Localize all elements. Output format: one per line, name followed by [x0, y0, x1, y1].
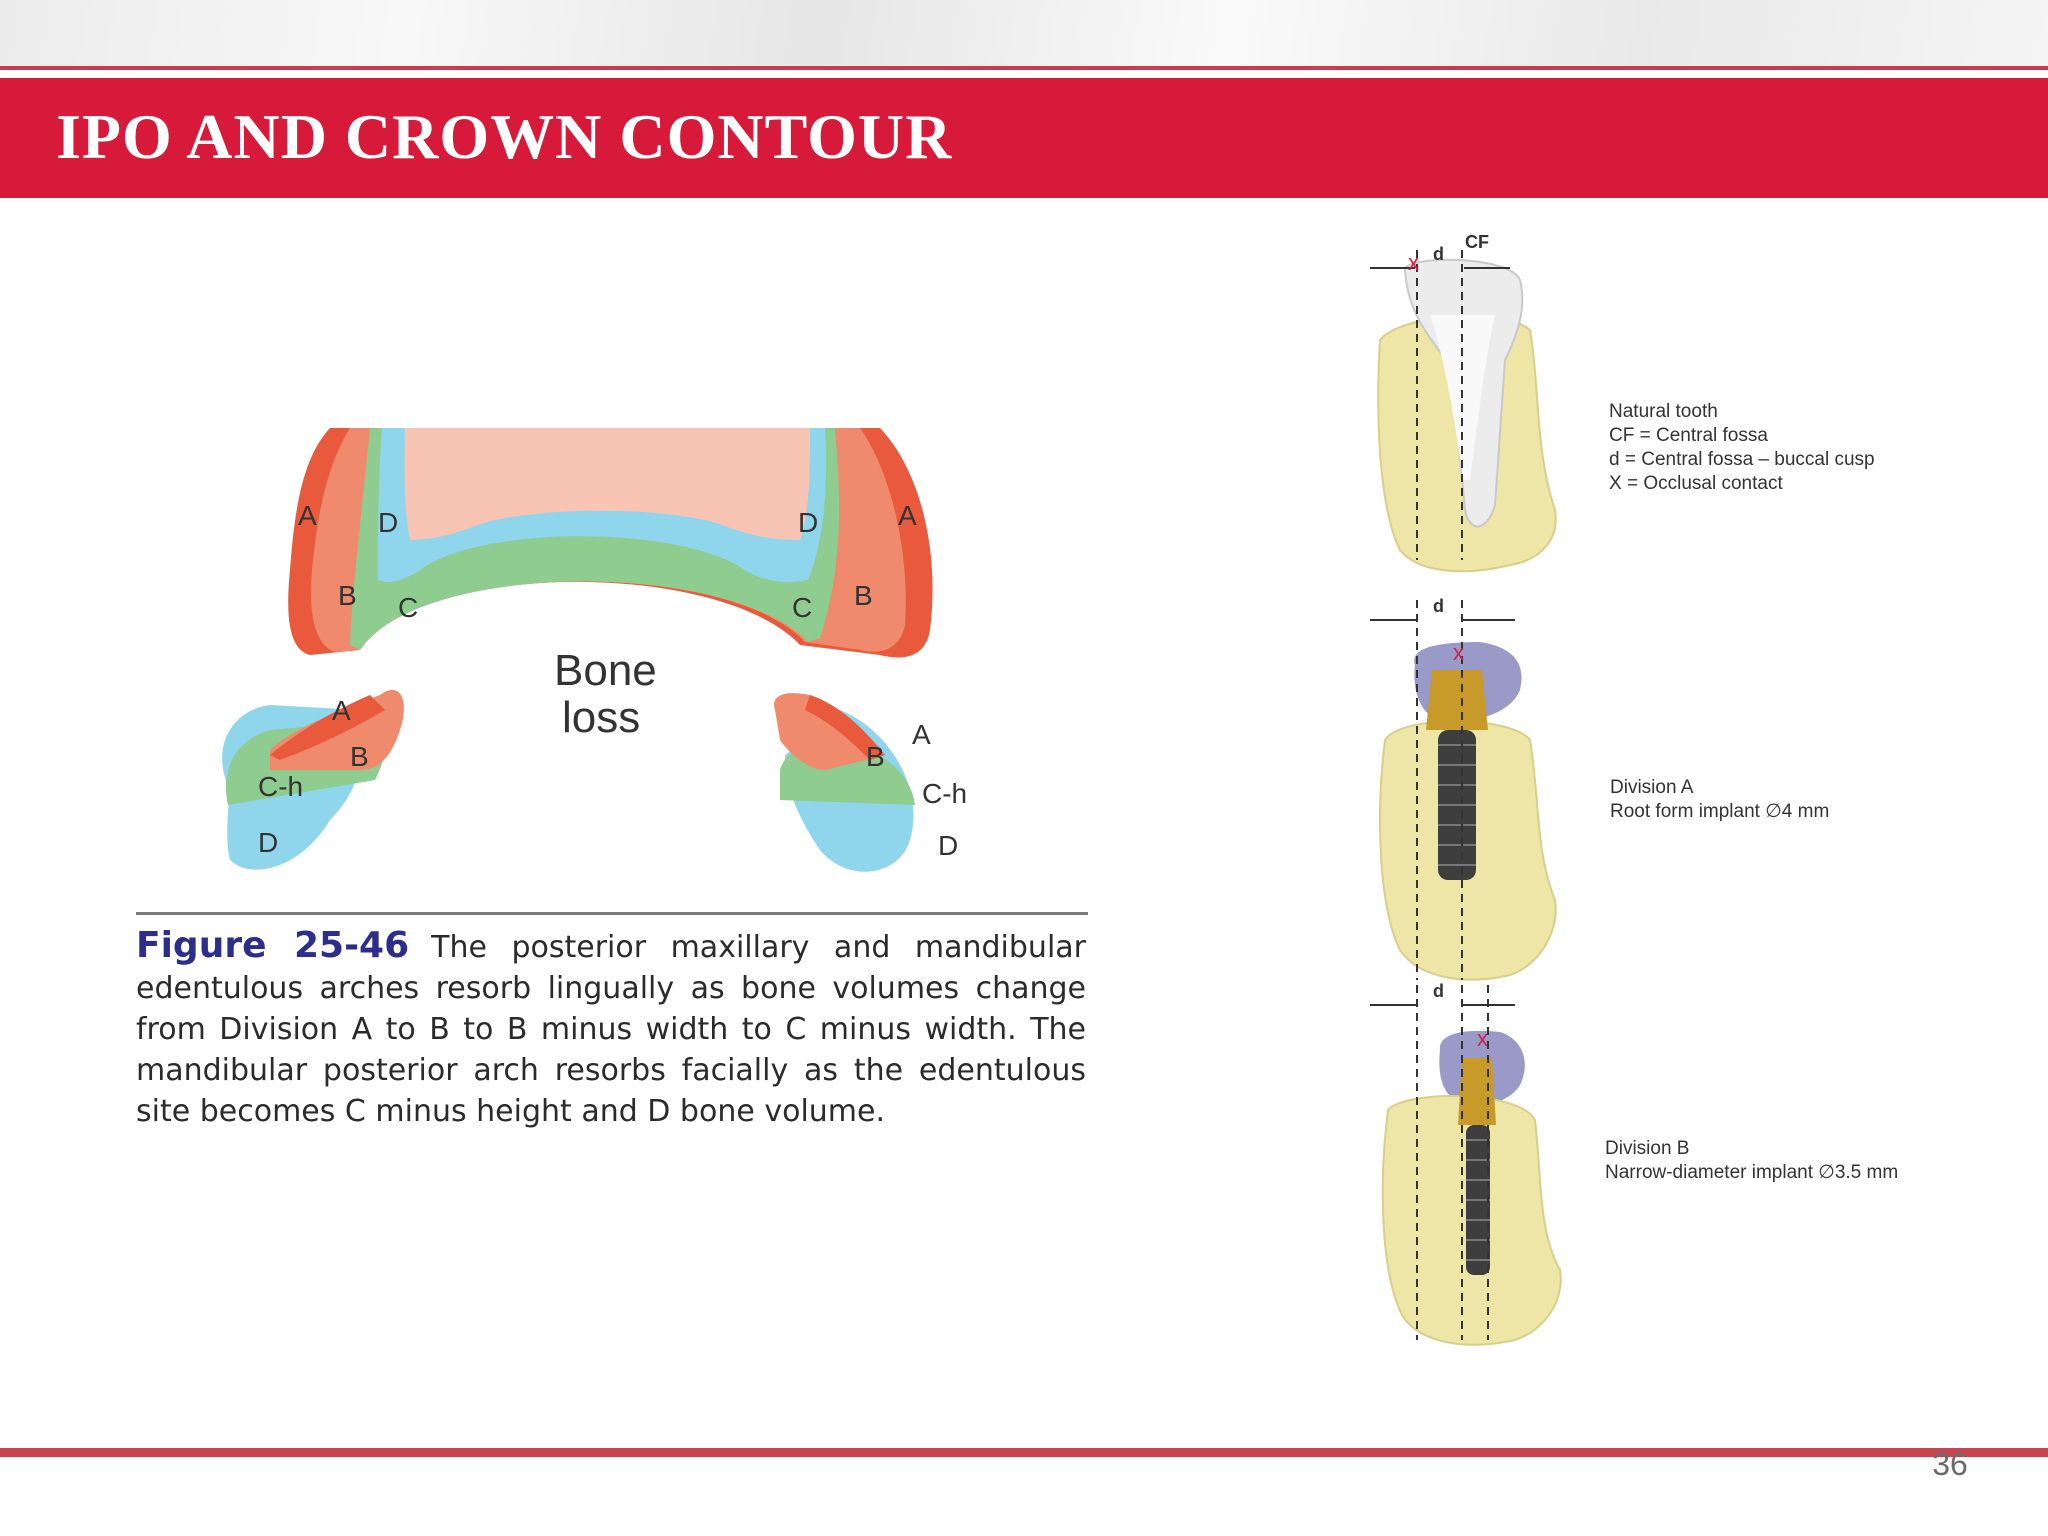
legend-line: Root form implant ∅4 mm: [1610, 801, 1830, 822]
legend-line: CF = Central fossa: [1609, 425, 1768, 446]
implant-threads-a: [1438, 744, 1476, 866]
arch-label: C-h: [922, 778, 967, 809]
arch-label: B: [854, 580, 873, 611]
arch-label: D: [938, 830, 958, 861]
arch-label: C: [398, 592, 418, 623]
zone-b-lower-right: [774, 693, 885, 770]
division-a-legend: Division A Root form implant ∅4 mm: [1610, 776, 1829, 824]
legend-line: Narrow-diameter implant ∅3.5 mm: [1605, 1162, 1899, 1183]
slide-background-band: [0, 0, 2048, 66]
arch-label: A: [898, 500, 917, 531]
bottom-rule: [0, 1448, 2048, 1457]
natural-tooth-panel: x d CF: [1370, 232, 1557, 573]
division-b-panel: d x: [1370, 981, 1562, 1346]
occlusal-contact-mark: x: [1408, 250, 1419, 275]
arch-label: A: [332, 695, 351, 726]
mandibular-right-section: [774, 693, 915, 872]
implant-abutment-a: [1426, 670, 1488, 730]
arch-label: D: [258, 827, 278, 858]
mandibular-left-section: [222, 689, 404, 870]
title-bar: [0, 78, 2048, 198]
legend-line: X = Occlusal contact: [1609, 473, 1783, 494]
figure-caption-text: The posterior maxillary and mandibular e…: [136, 930, 1087, 1129]
division-b-legend: Division B Narrow-diameter implant ∅3.5 …: [1605, 1137, 1898, 1185]
legend-line: Division B: [1605, 1138, 1690, 1159]
implant-threads-b: [1466, 1139, 1490, 1261]
implant-contour-figure: x d CF d x d: [1370, 232, 1562, 1346]
occlusal-contact-mark: x: [1453, 640, 1464, 665]
dimension-label: d: [1433, 244, 1444, 264]
arch-label: B: [350, 741, 369, 772]
slide-number: 36: [1932, 1446, 1968, 1482]
maxillary-arch: [288, 428, 933, 658]
figure-label: Figure 25-46: [136, 925, 410, 966]
dimension-label: d: [1433, 981, 1444, 1001]
occlusal-contact-mark: x: [1477, 1026, 1488, 1051]
arch-label: B: [338, 580, 357, 611]
legend-line: Natural tooth: [1609, 401, 1718, 422]
bone-loss-label: Bone: [554, 646, 657, 695]
palate-area: [404, 428, 810, 540]
legend-line: Division A: [1610, 777, 1694, 798]
caption-rule: [136, 912, 1088, 915]
arch-resorption-figure: A D B C D A C B A B C-h D B A C-h D Bone…: [222, 428, 967, 872]
legend-line: d = Central fossa – buccal cusp: [1609, 449, 1875, 470]
arch-label: B: [866, 741, 885, 772]
arch-label: C-h: [258, 771, 303, 802]
zone-a-lower-right: [805, 695, 885, 760]
natural-tooth-legend: Natural tooth CF = Central fossa d = Cen…: [1609, 400, 1875, 496]
slide-title: IPO AND CROWN CONTOUR: [56, 101, 953, 172]
arch-label: A: [298, 500, 317, 531]
dimension-label: CF: [1465, 232, 1489, 252]
arch-label: A: [912, 719, 931, 750]
implant-abutment-b: [1458, 1058, 1496, 1125]
arch-label: D: [798, 507, 818, 538]
division-a-panel: d x: [1370, 596, 1557, 981]
bone-loss-label: loss: [562, 693, 640, 742]
arch-label: D: [378, 507, 398, 538]
dimension-label: d: [1433, 596, 1444, 616]
arch-label: C: [792, 592, 812, 623]
top-rule: [0, 66, 2048, 70]
zone-a-lower-left: [270, 695, 385, 760]
